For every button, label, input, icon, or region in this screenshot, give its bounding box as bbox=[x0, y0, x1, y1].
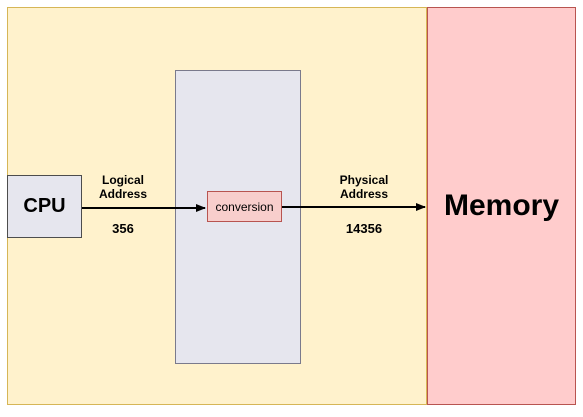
physical-address-value: 14356 bbox=[345, 221, 383, 236]
cpu-label: CPU bbox=[23, 195, 66, 217]
physical-address-caption: Physical Address bbox=[326, 173, 402, 201]
logical-address-caption: Logical Address bbox=[88, 173, 158, 201]
logical-address-caption-line1: Logical bbox=[101, 173, 144, 187]
memory-box: Memory bbox=[427, 7, 576, 405]
physical-address-caption-line1: Physical bbox=[339, 173, 389, 187]
physical-address-caption-line2: Address bbox=[339, 187, 389, 201]
memory-label: Memory bbox=[443, 189, 560, 222]
logical-address-caption-line2: Address bbox=[98, 187, 148, 201]
conversion-label: conversion bbox=[215, 199, 274, 214]
logical-address-value: 356 bbox=[112, 221, 134, 236]
conversion-box: conversion bbox=[207, 191, 282, 222]
cpu-box: CPU bbox=[7, 175, 82, 238]
